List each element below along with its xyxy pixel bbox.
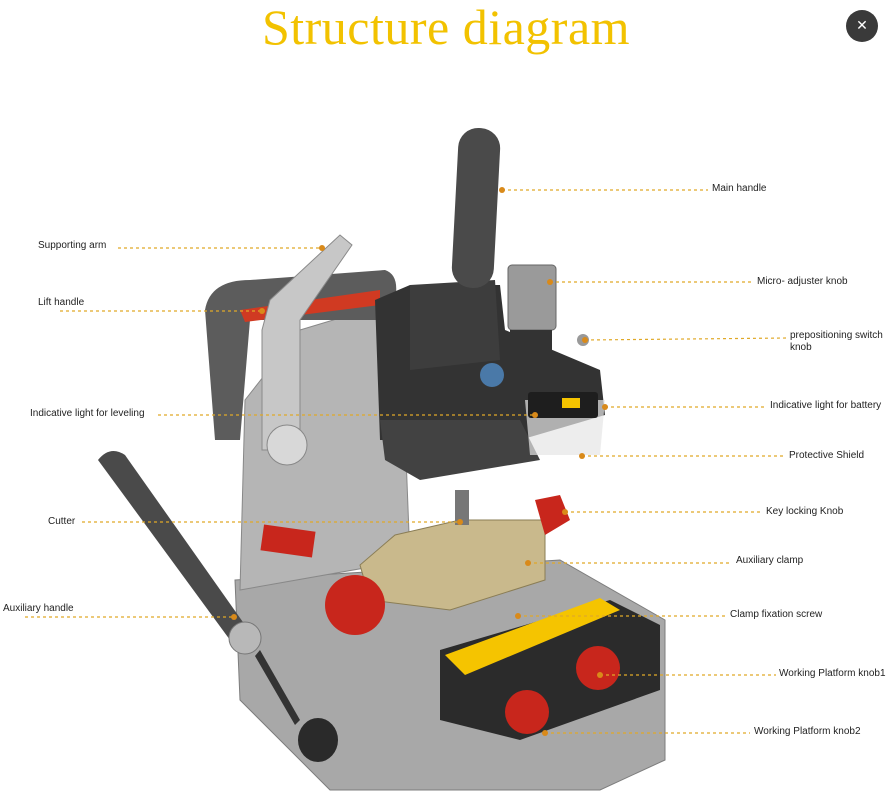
label-indicative-light-battery: Indicative light for battery bbox=[770, 400, 882, 411]
label-working-platform-knob1: Working Platform knob1 bbox=[779, 668, 886, 679]
working-platform bbox=[440, 600, 660, 740]
auxiliary-handle-hub bbox=[228, 621, 262, 655]
label-clamp-fixation-screw: Clamp fixation screw bbox=[730, 609, 823, 620]
label-working-platform-knob2: Working Platform knob2 bbox=[754, 726, 861, 737]
label-lift-handle: Lift handle bbox=[38, 297, 85, 308]
micro-adjuster-column bbox=[510, 330, 552, 385]
working-platform-knob2-shape bbox=[505, 690, 549, 734]
head-top bbox=[410, 280, 500, 370]
head-front bbox=[380, 420, 540, 480]
label-indicative-light-leveling: Indicative light for leveling bbox=[30, 408, 145, 419]
red-reflector bbox=[260, 524, 316, 558]
label-main-handle: Main handle bbox=[712, 183, 767, 194]
battery-indicator bbox=[562, 398, 580, 408]
auxiliary-handle-shape bbox=[98, 451, 245, 640]
working-platform-knob1-shape bbox=[576, 646, 620, 690]
label-auxiliary-clamp: Auxiliary clamp bbox=[736, 555, 804, 566]
supporting-arm bbox=[261, 234, 353, 451]
diagram-title: Structure diagram bbox=[261, 0, 631, 55]
lower-lever-knob bbox=[298, 718, 338, 762]
auxiliary-clamp-shape bbox=[359, 519, 546, 611]
cutter-shape bbox=[455, 490, 469, 525]
brand-logo bbox=[480, 363, 504, 387]
label-auxiliary-handle: Auxiliary handle bbox=[3, 603, 74, 614]
label-cutter: Cutter bbox=[48, 516, 76, 527]
label-supporting-arm: Supporting arm bbox=[38, 240, 107, 251]
lower-lever bbox=[255, 650, 300, 725]
key-locking-knob-shape bbox=[535, 495, 570, 535]
micro-adjuster-knob bbox=[507, 264, 557, 331]
label-key-locking-knob: Key locking Knob bbox=[766, 506, 844, 517]
red-knob-large bbox=[325, 575, 385, 635]
warning-label bbox=[445, 598, 620, 675]
label-protective-shield: Protective Shield bbox=[789, 450, 865, 461]
label-prepositioning-switch-knob: prepositioning switch knob bbox=[790, 330, 883, 353]
arm-pivot bbox=[266, 424, 308, 466]
leader-lines bbox=[25, 187, 789, 736]
label-micro-adjuster-knob: Micro- adjuster knob bbox=[757, 276, 848, 287]
main-handle bbox=[451, 128, 501, 288]
close-icon[interactable]: ✕ bbox=[846, 10, 878, 42]
